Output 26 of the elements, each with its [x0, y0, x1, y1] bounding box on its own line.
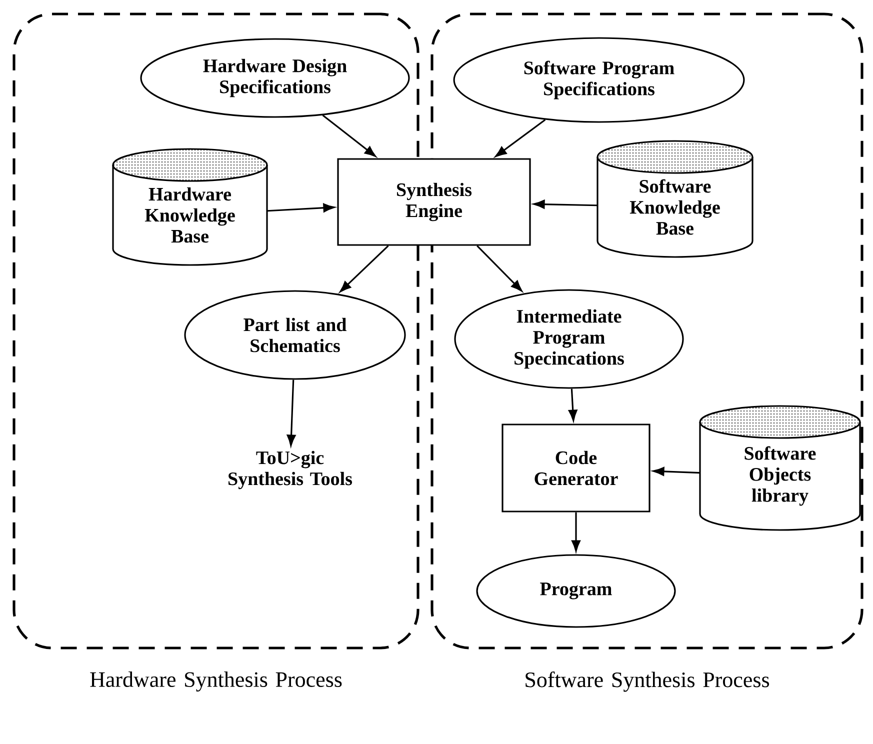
output-text: ToU>gic Synthesis Tools [228, 450, 352, 490]
database-cylinder: Software Knowledge Base [596, 140, 754, 258]
ellipse-node: Program [476, 554, 676, 628]
process-box: Code Generator [502, 424, 650, 512]
arrow [340, 245, 389, 292]
arrow [533, 200, 598, 209]
arrow [286, 380, 296, 446]
ellipse-node: Part list and Schematics [184, 290, 406, 380]
ellipse-node: Software Program Specifications [453, 37, 745, 123]
arrow [568, 388, 578, 422]
arrow [322, 114, 376, 157]
node-label: Software Knowledge Base [630, 179, 720, 235]
ellipse-node: Intermediate Program Specincations [454, 289, 684, 389]
process-box: Synthesis Engine [337, 158, 531, 246]
node-label: Hardware Synthesis Process [90, 672, 342, 692]
arrow [476, 245, 522, 292]
arrow [652, 467, 700, 476]
node-label: Software Synthesis Process [526, 672, 770, 692]
arrow [572, 512, 580, 552]
node-label: Hardware Knowledge Base [144, 187, 235, 243]
node-label: Software Objects library [744, 446, 816, 506]
database-cylinder: Hardware Knowledge Base [112, 148, 268, 266]
database-cylinder: Software Objects library [699, 405, 861, 531]
ellipse-node: Hardware Design Specifications [140, 38, 410, 118]
arrow [267, 203, 335, 212]
arrow [495, 119, 546, 157]
